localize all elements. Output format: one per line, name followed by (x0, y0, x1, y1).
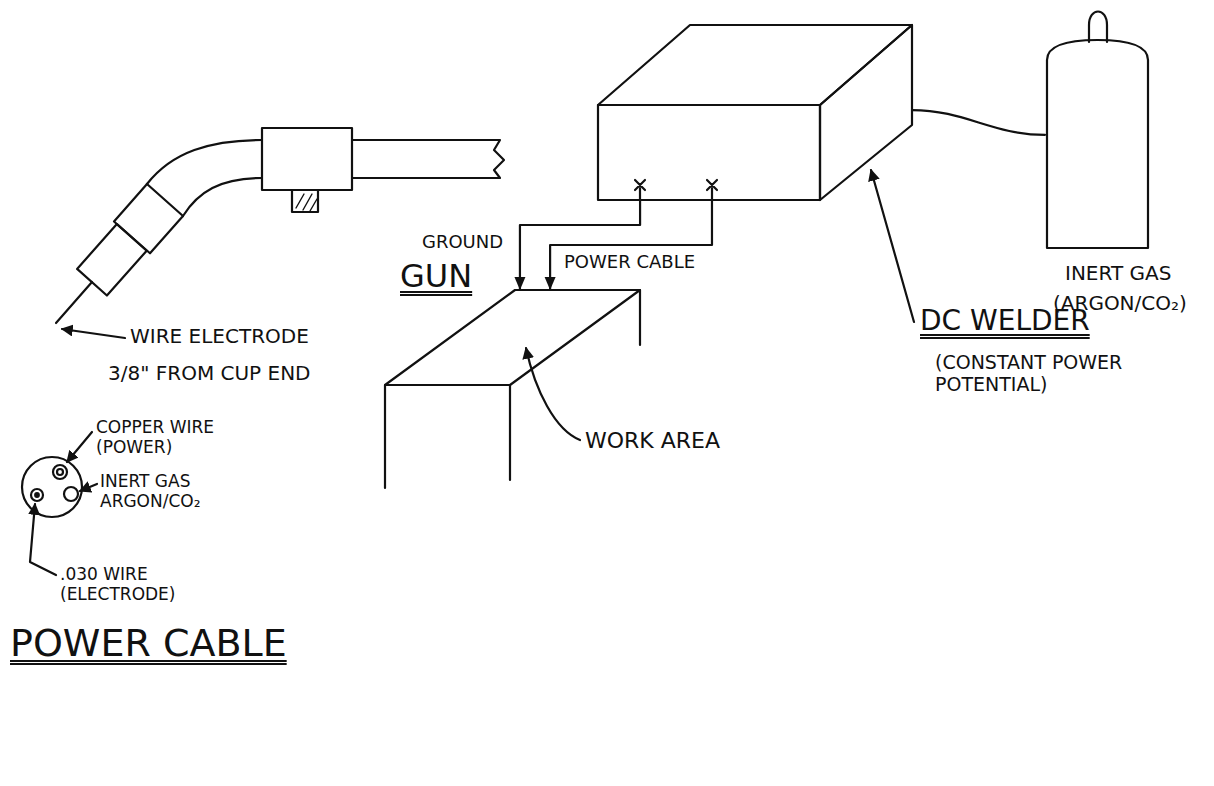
gun-cable (352, 140, 504, 178)
callout-label: INERT GAS ARGON/CO₂ (100, 472, 220, 511)
electrode-wire (31, 489, 43, 501)
leader-line (67, 432, 92, 462)
gas-cylinder-outline (1045, 5, 1150, 250)
arrowhead (514, 277, 525, 290)
terminal-stub (640, 188, 712, 200)
welding-gun (56, 128, 504, 323)
callout-label: WIRE ELECTRODE (130, 325, 309, 348)
leader-line (526, 348, 580, 440)
callout-label: .030 WIRE (ELECTRODE) (60, 565, 200, 604)
gas-cylinder-body (1047, 40, 1148, 248)
cable-label: GROUND (420, 232, 505, 253)
gun-neck (183, 178, 262, 216)
welder-side (820, 25, 912, 200)
leader-line (80, 484, 97, 491)
table-leg (385, 290, 640, 488)
callout-label: COPPER WIRE (POWER) (96, 418, 236, 457)
gas-hose (912, 110, 1045, 135)
cable-outline (22, 457, 82, 517)
leader-line (871, 170, 914, 322)
gun-title: GUN (400, 258, 472, 295)
gas-valve (1089, 12, 1107, 43)
gun-cup (77, 224, 147, 295)
outline-strokes (1047, 12, 1148, 249)
welder-terminal (635, 180, 717, 190)
section-title: POWER CABLE (10, 622, 287, 666)
copper-conductor (53, 465, 67, 479)
leader-line (30, 504, 56, 575)
copper-conductor (57, 469, 63, 475)
outline-strokes (385, 290, 640, 488)
dc-welder: DC WELDER(CONSTANT POWER POTENTIAL) (598, 25, 912, 200)
work-area-table: WORK AREA (385, 290, 645, 490)
dimension-label: 3/8" FROM CUP END (108, 362, 311, 385)
work-area-table-outline (385, 290, 645, 490)
outline-strokes (598, 25, 912, 200)
gas-passage (64, 487, 78, 501)
gas-cylinder: INERT GAS(ARGON/CO₂) (1045, 5, 1150, 250)
cable-label: POWER CABLE (562, 252, 697, 273)
leader-line (62, 329, 125, 338)
gun-trigger (292, 190, 318, 212)
table-top (385, 290, 640, 385)
dc-welder-outline (598, 25, 912, 200)
gun-nozzle (114, 184, 183, 253)
cable-connector (550, 200, 712, 290)
arrowhead (545, 277, 556, 290)
wire-electrode (56, 282, 92, 323)
cylinder-label: INERT GAS (1065, 262, 1171, 285)
welder-front (598, 105, 820, 200)
cable-cross-section (22, 457, 82, 517)
work-area-label: WORK AREA (585, 428, 720, 453)
gun-neck (147, 140, 262, 184)
trigger-hatch (296, 194, 317, 211)
electrode-wire (35, 493, 39, 497)
welder-title: DC WELDER (920, 305, 1090, 337)
gun-handle (262, 128, 352, 190)
welder-subtitle: (CONSTANT POWER POTENTIAL) (935, 352, 1150, 396)
